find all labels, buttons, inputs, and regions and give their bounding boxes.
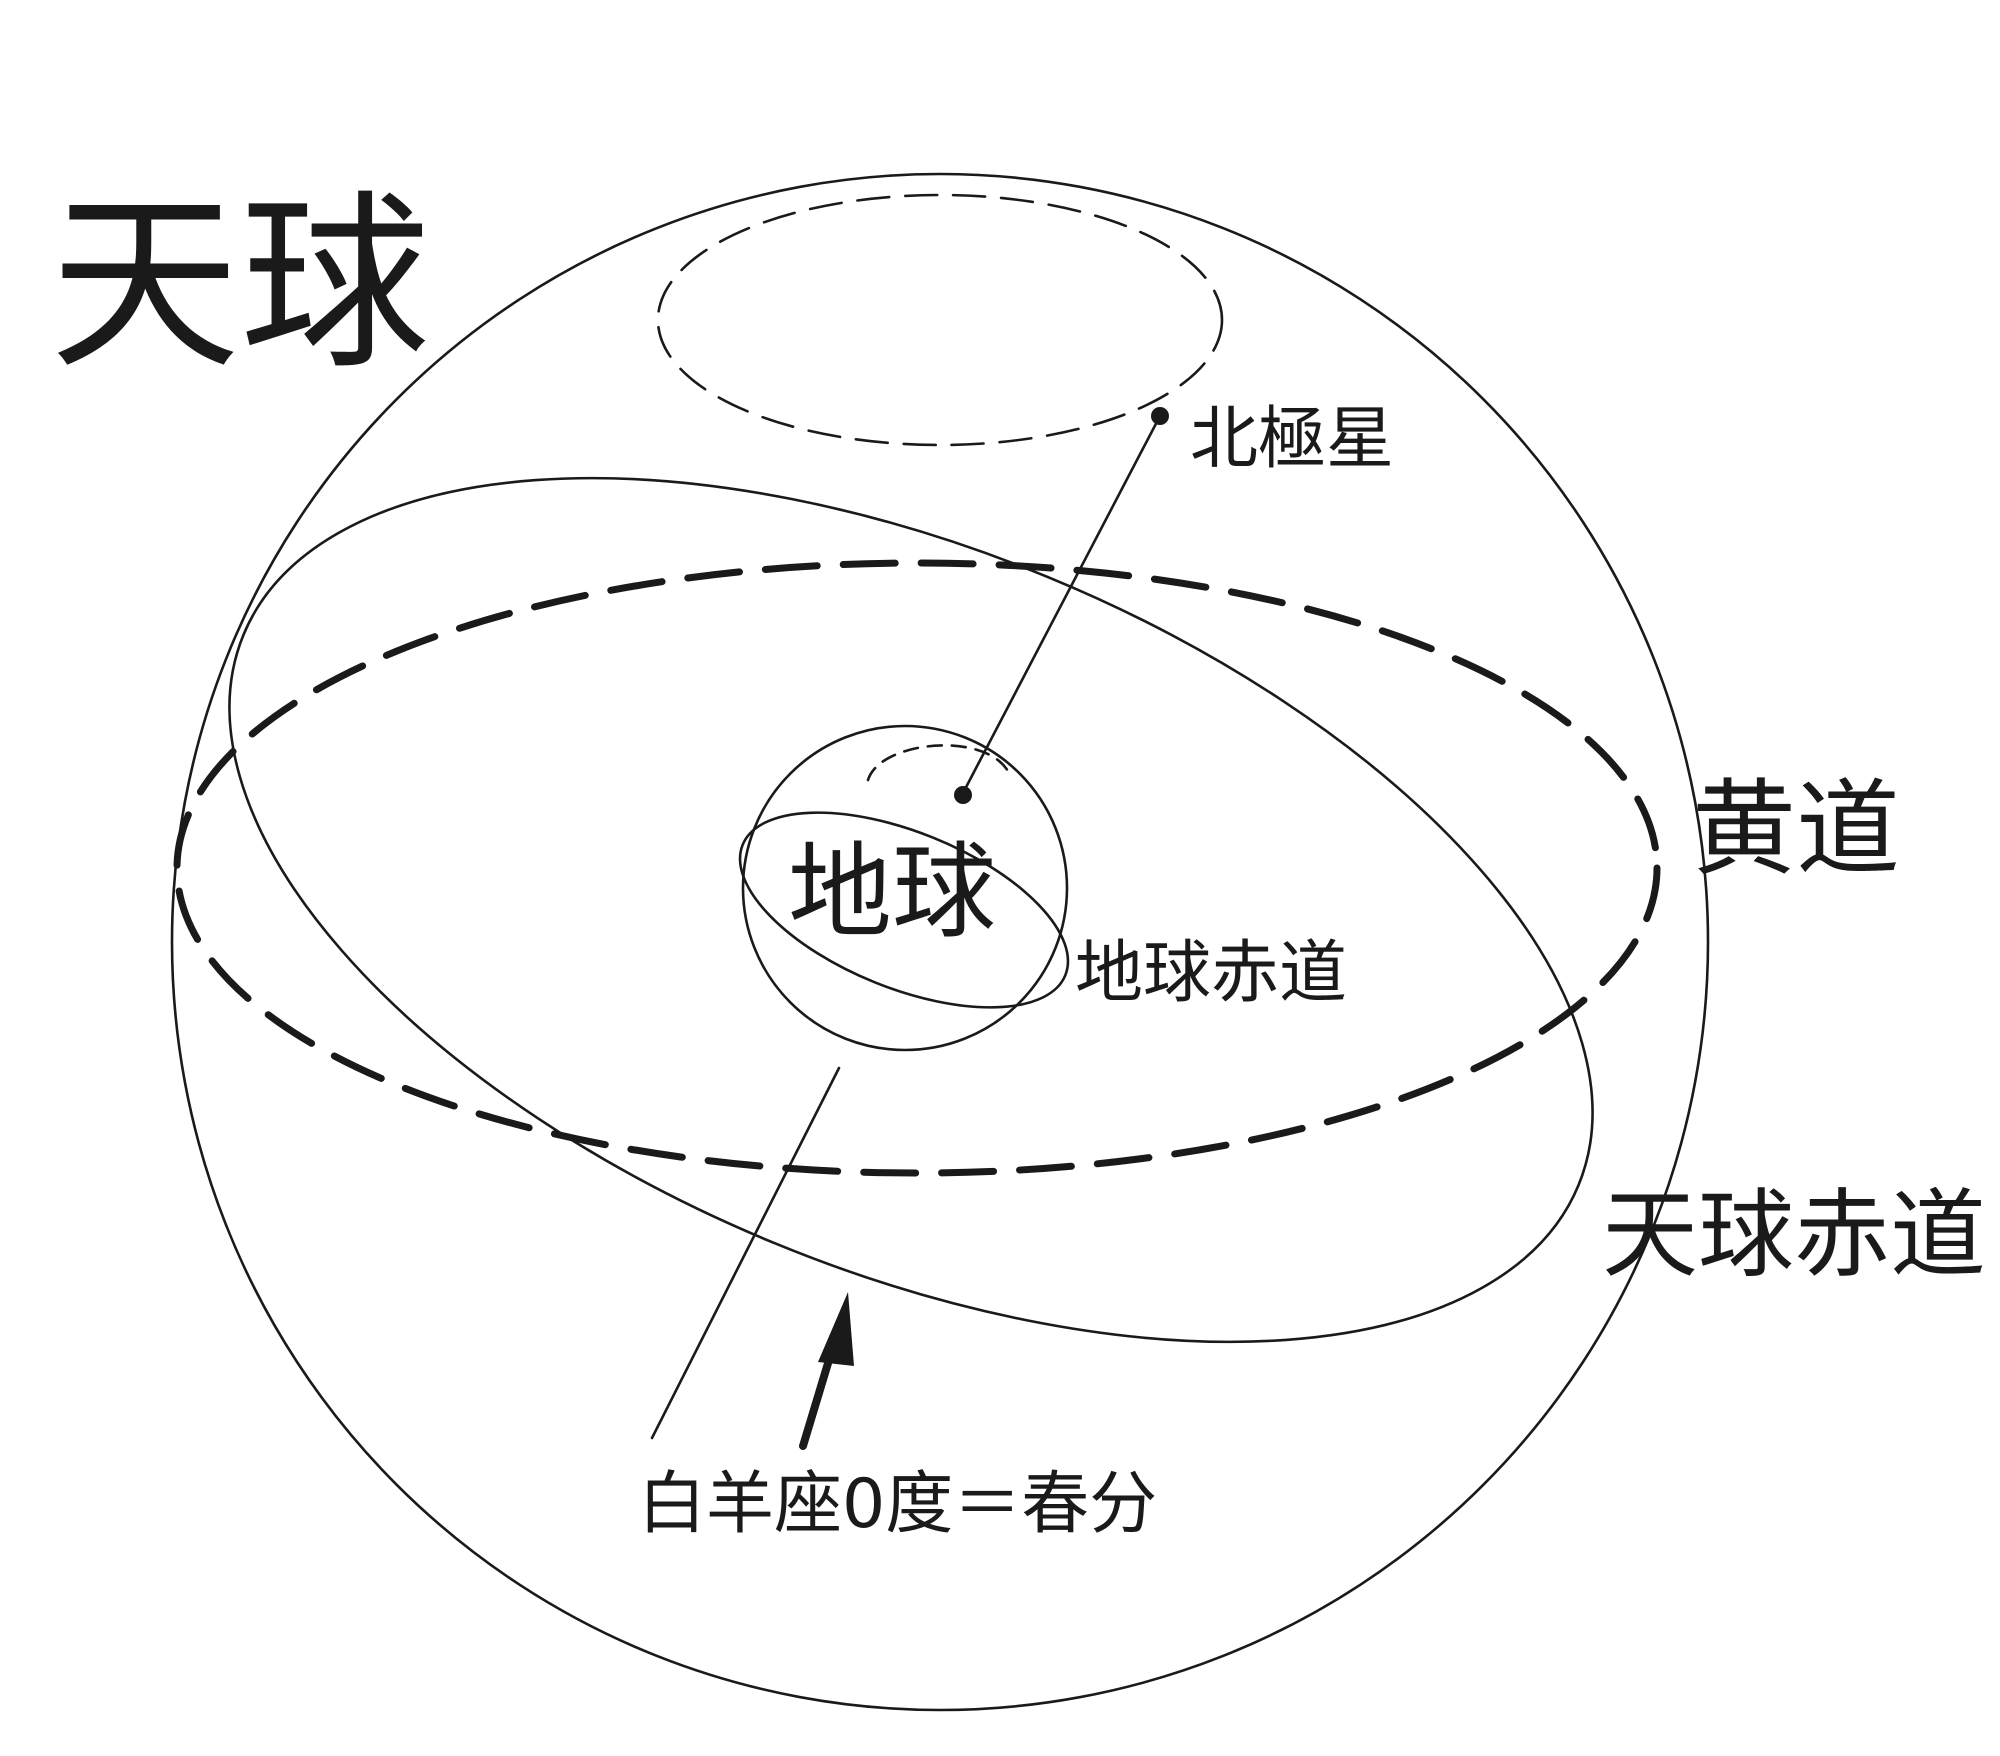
celestial-equator-label: 天球赤道 xyxy=(1602,1179,1986,1291)
polaris-point xyxy=(1151,407,1169,425)
vernal-equinox-label: 白羊座0度＝春分 xyxy=(638,1465,1157,1544)
earth-axis-to-polaris xyxy=(963,416,1160,793)
earth-north-pole-point xyxy=(954,786,972,804)
earth-axis-south xyxy=(652,1068,839,1438)
diagram-title: 天球 xyxy=(50,174,430,395)
polaris-label: 北極星 xyxy=(1190,400,1394,479)
polaris-circle xyxy=(658,195,1222,445)
ecliptic-label: 黄道 xyxy=(1692,768,1900,890)
earth-equator-label: 地球赤道 xyxy=(1075,934,1347,1013)
earth-label: 地球 xyxy=(788,831,996,953)
vernal-equinox-arrow-head xyxy=(818,1292,854,1366)
